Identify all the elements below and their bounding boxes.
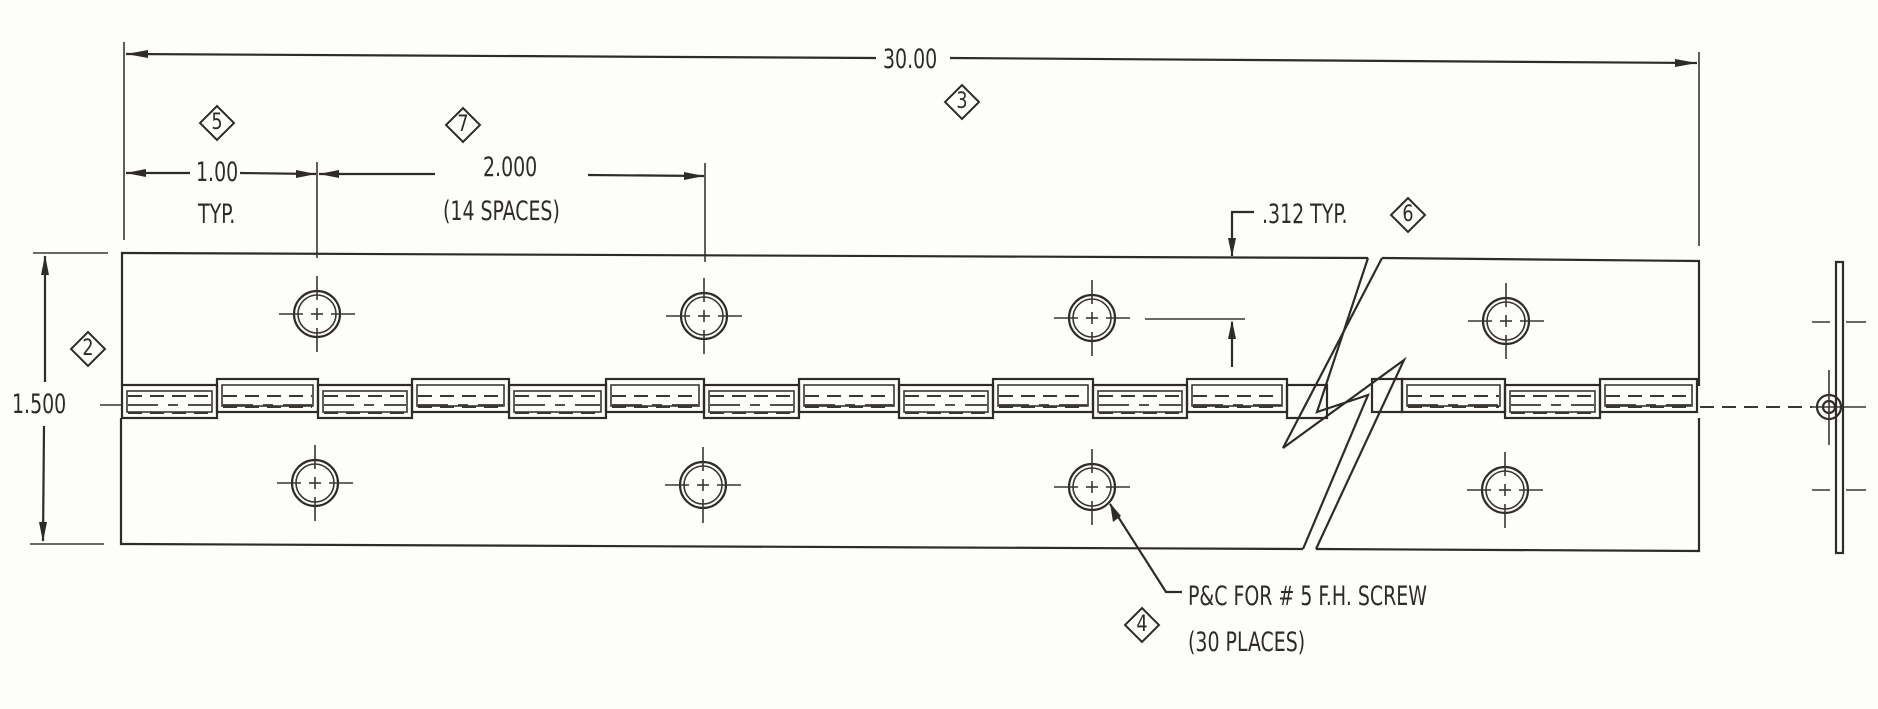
screw-hole xyxy=(665,447,741,523)
knuckle xyxy=(897,383,995,420)
knuckle xyxy=(1400,377,1507,414)
knuckle xyxy=(1503,383,1602,420)
hinge-outline xyxy=(119,251,1701,553)
screw-hole xyxy=(279,276,355,352)
side-view xyxy=(1700,260,1866,555)
screw-hole xyxy=(1054,449,1130,525)
screw-hole xyxy=(1468,283,1544,359)
knuckle xyxy=(1598,377,1699,414)
balloon-number: 5 xyxy=(211,110,223,135)
hinge-barrel xyxy=(100,377,1699,420)
screw-hole xyxy=(666,278,742,354)
width-dimension xyxy=(30,252,108,545)
overall-length-dimension xyxy=(123,42,1700,246)
balloon-number: 2 xyxy=(82,336,94,361)
pitch-dimension xyxy=(319,163,706,262)
knuckle-partial xyxy=(1285,383,1329,420)
callout-line-2: (30 PLACES) xyxy=(1188,627,1306,658)
balloon-7: 7 xyxy=(444,106,482,144)
knuckle xyxy=(604,377,706,414)
end-offset-label: 1.00 xyxy=(196,157,239,188)
callout-line-1: P&C FOR # 5 F.H. SCREW xyxy=(1188,581,1427,612)
knuckle xyxy=(316,383,414,420)
knuckle xyxy=(507,383,608,420)
pitch-note: (14 SPACES) xyxy=(443,196,560,227)
screw-hole xyxy=(277,445,353,521)
knuckle xyxy=(120,383,219,420)
knuckle xyxy=(991,377,1095,414)
knuckle xyxy=(1185,377,1289,414)
callout-leader xyxy=(1109,503,1182,594)
hole-offset-dimension xyxy=(1145,210,1254,367)
end-offset-dimension xyxy=(126,162,318,258)
knuckle xyxy=(1091,383,1189,420)
balloon-number: 7 xyxy=(457,112,469,137)
knuckle xyxy=(410,377,511,414)
screw-hole xyxy=(1467,452,1543,528)
end-offset-note: TYP. xyxy=(198,199,236,230)
screw-hole xyxy=(1054,280,1130,356)
balloon-number: 6 xyxy=(1402,202,1414,227)
balloon-number: 4 xyxy=(1136,612,1148,637)
screw-holes xyxy=(277,276,1544,528)
balloon-3: 3 xyxy=(943,83,981,121)
knuckle xyxy=(215,377,320,414)
balloon-6: 6 xyxy=(1389,196,1427,234)
knuckle-partial xyxy=(1370,377,1404,414)
overall-length-label: 30.00 xyxy=(883,44,938,75)
balloon-number: 3 xyxy=(956,89,968,114)
pitch-label: 2.000 xyxy=(483,152,538,183)
knuckle xyxy=(797,377,901,414)
width-label: 1.500 xyxy=(12,389,67,420)
balloon-5: 5 xyxy=(198,104,236,142)
balloon-2: 2 xyxy=(69,330,107,368)
knuckle xyxy=(702,383,801,420)
balloon-4: 4 xyxy=(1123,606,1161,644)
hole-offset-label: .312 TYP. xyxy=(1262,199,1348,230)
